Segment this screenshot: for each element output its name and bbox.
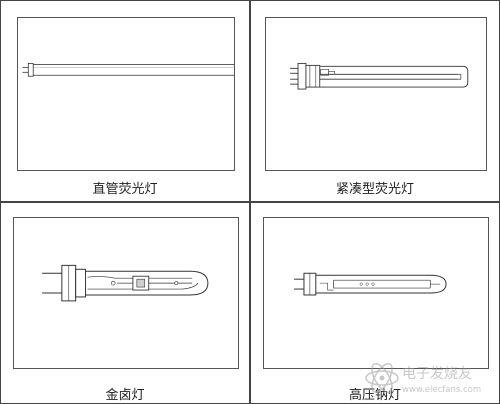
panel-compact-fluorescent: 紧凑型荧光灯 (250, 0, 500, 202)
figure-frame (13, 217, 239, 369)
electron-orbit-icon (365, 362, 399, 394)
panel-high-pressure-sodium: 高压钠灯 (250, 202, 500, 404)
watermark-logo: 电子发烧友 www.elecfans.com (365, 362, 481, 395)
panel-caption: 直管荧光灯 (92, 182, 158, 197)
metal-halide-illustration (42, 264, 209, 302)
panel-caption: 紧凑型荧光灯 (335, 182, 414, 197)
panel-metal-halide: 金卤灯 (0, 202, 250, 404)
figure-frame (265, 17, 487, 171)
panel-caption: 金卤灯 (105, 388, 145, 403)
sodium-lamp-illustration (294, 272, 447, 296)
watermark-text: 电子发烧友 (402, 366, 472, 382)
figure-frame (263, 217, 489, 369)
panel-straight-tube: 直管荧光灯 (0, 0, 250, 202)
straight-tube-illustration (22, 63, 234, 77)
watermark-subtext: www.elecfans.com (402, 385, 481, 395)
figure-frame (17, 17, 235, 171)
compact-fluorescent-illustration (290, 62, 469, 90)
